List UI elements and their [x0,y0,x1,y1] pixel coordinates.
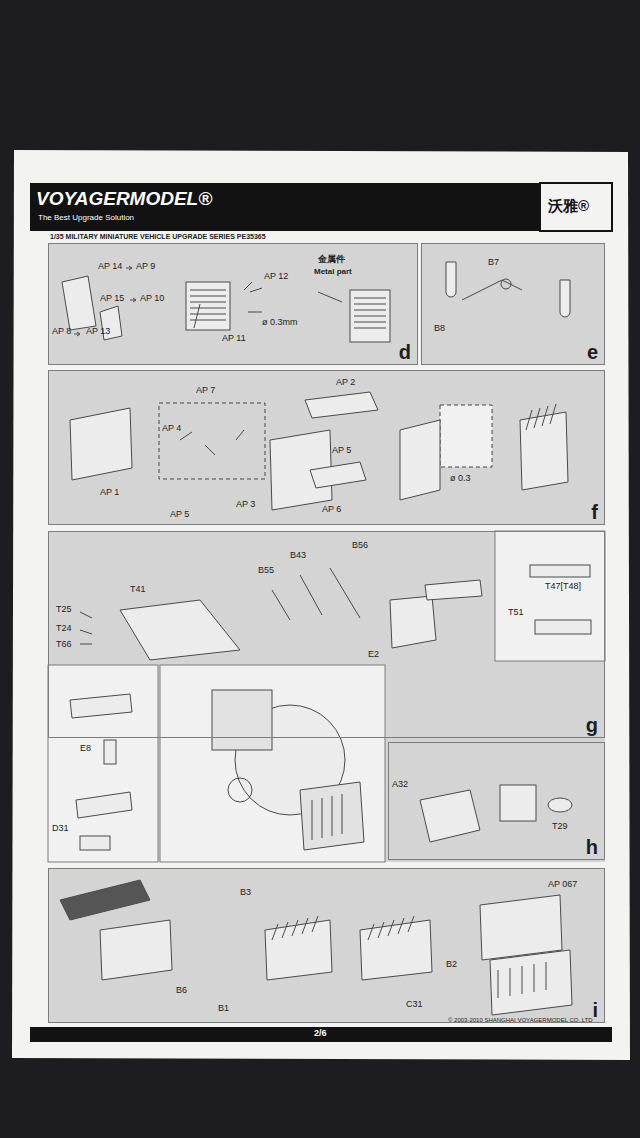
step-panel: g [48,531,605,738]
step-panel: e [421,243,605,365]
part-number: AP 12 [264,272,288,282]
part-number: T51 [508,608,524,618]
part-number: AP 15 [100,294,124,304]
part-number: A32 [392,780,408,790]
part-number: B8 [434,324,445,334]
step-letter: f [591,502,598,522]
part-number: B7 [488,258,499,268]
part-number: B56 [352,541,368,551]
part-number: AP 1 [100,488,119,498]
part-number: AP 3 [236,500,255,510]
copyright: © 2003-2010 SHANGHAI VOYAGERMODEL CO.,LT… [448,1017,593,1024]
header-bar [30,183,540,231]
step-letter: h [586,837,598,857]
part-number: E8 [80,744,91,754]
part-number: D31 [52,824,69,834]
brand-chinese: 沃雅® [548,198,589,215]
step-letter: i [592,1000,598,1020]
header-end [540,183,612,231]
part-number: E2 [368,650,379,660]
part-number: AP 2 [336,378,355,388]
part-number: AP 8 [52,327,71,337]
part-number: AP 5 [332,446,351,456]
part-number: T29 [552,822,568,832]
part-number: C31 [406,1000,423,1010]
series-line: 1/35 MILITARY MINIATURE VEHICLE UPGRADE … [50,233,266,241]
part-number: AP 11 [222,334,246,344]
part-number: B55 [258,566,274,576]
step-panel: i [48,868,605,1023]
part-number: T66 [56,640,72,650]
part-number: T41 [130,585,146,595]
part-number: AP 6 [322,505,341,515]
part-number: B1 [218,1004,229,1014]
part-number: T25 [56,605,72,615]
part-number: AP 7 [196,386,215,396]
part-number: AP 14 [98,262,122,272]
step-letter: d [399,342,411,362]
part-number: B6 [176,986,187,996]
part-number: AP 10 [140,294,164,304]
step-panel: f [48,370,605,525]
page-number: 2/6 [314,1029,327,1039]
part-number: AP 9 [136,262,155,272]
part-number: B3 [240,888,251,898]
part-number: B2 [446,960,457,970]
part-number: AP 067 [548,880,577,890]
part-number: AP 5 [170,510,189,520]
part-number: B43 [290,551,306,561]
dimension: ø 0.3 [450,474,471,484]
step-letter: g [586,715,598,735]
part-number: AP 13 [86,327,110,337]
dimension: ø 0.3mm [262,318,298,328]
note: Metal part [314,268,352,277]
brand-slogan: The Best Upgrade Solution [38,214,134,223]
note-chinese: 金属件 [318,255,345,265]
part-number: T24 [56,624,72,634]
brand-title: VOYAGERMODEL® [36,189,212,210]
step-panel: h [388,742,605,860]
step-letter: e [587,342,598,362]
paper-sheet [12,150,630,1060]
part-number: AP 4 [162,424,181,434]
part-number: T47[T48] [545,582,581,592]
